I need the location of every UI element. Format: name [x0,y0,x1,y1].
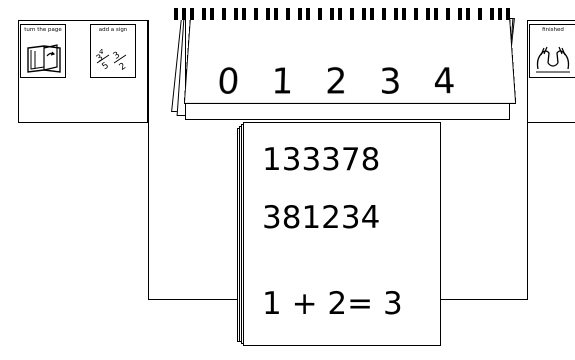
book-line-2: 381234 [262,203,380,234]
card-label: finished [530,27,575,33]
open-book-icon [25,39,63,75]
svg-text:5: 5 [100,61,110,72]
card-label: add a sign [91,27,135,33]
spiral-binding [174,8,510,20]
svg-text:3: 3 [112,50,122,61]
card-finished[interactable]: finished [529,24,575,78]
svg-text:4: 4 [99,48,104,56]
book-equation: 1 + 2= 3 [262,289,403,320]
card-add-a-sign[interactable]: add a sign 3 5 4 3 2 [90,24,136,78]
card-label: turn the page [21,27,65,33]
fractions-icon: 3 5 4 3 2 [95,39,133,75]
flip-card-digits: 0 1 2 3 4 [216,61,467,103]
number-flip-card[interactable]: 0 1 2 3 4 [184,16,516,104]
card-turn-the-page[interactable]: turn the page [20,24,66,78]
svg-text:2: 2 [118,61,128,72]
number-book-page[interactable]: 133378 381234 1 + 2= 3 [243,122,441,346]
book-line-1: 133378 [262,145,380,176]
frame-left-line [148,20,149,90]
hands-sign-icon [534,39,572,75]
